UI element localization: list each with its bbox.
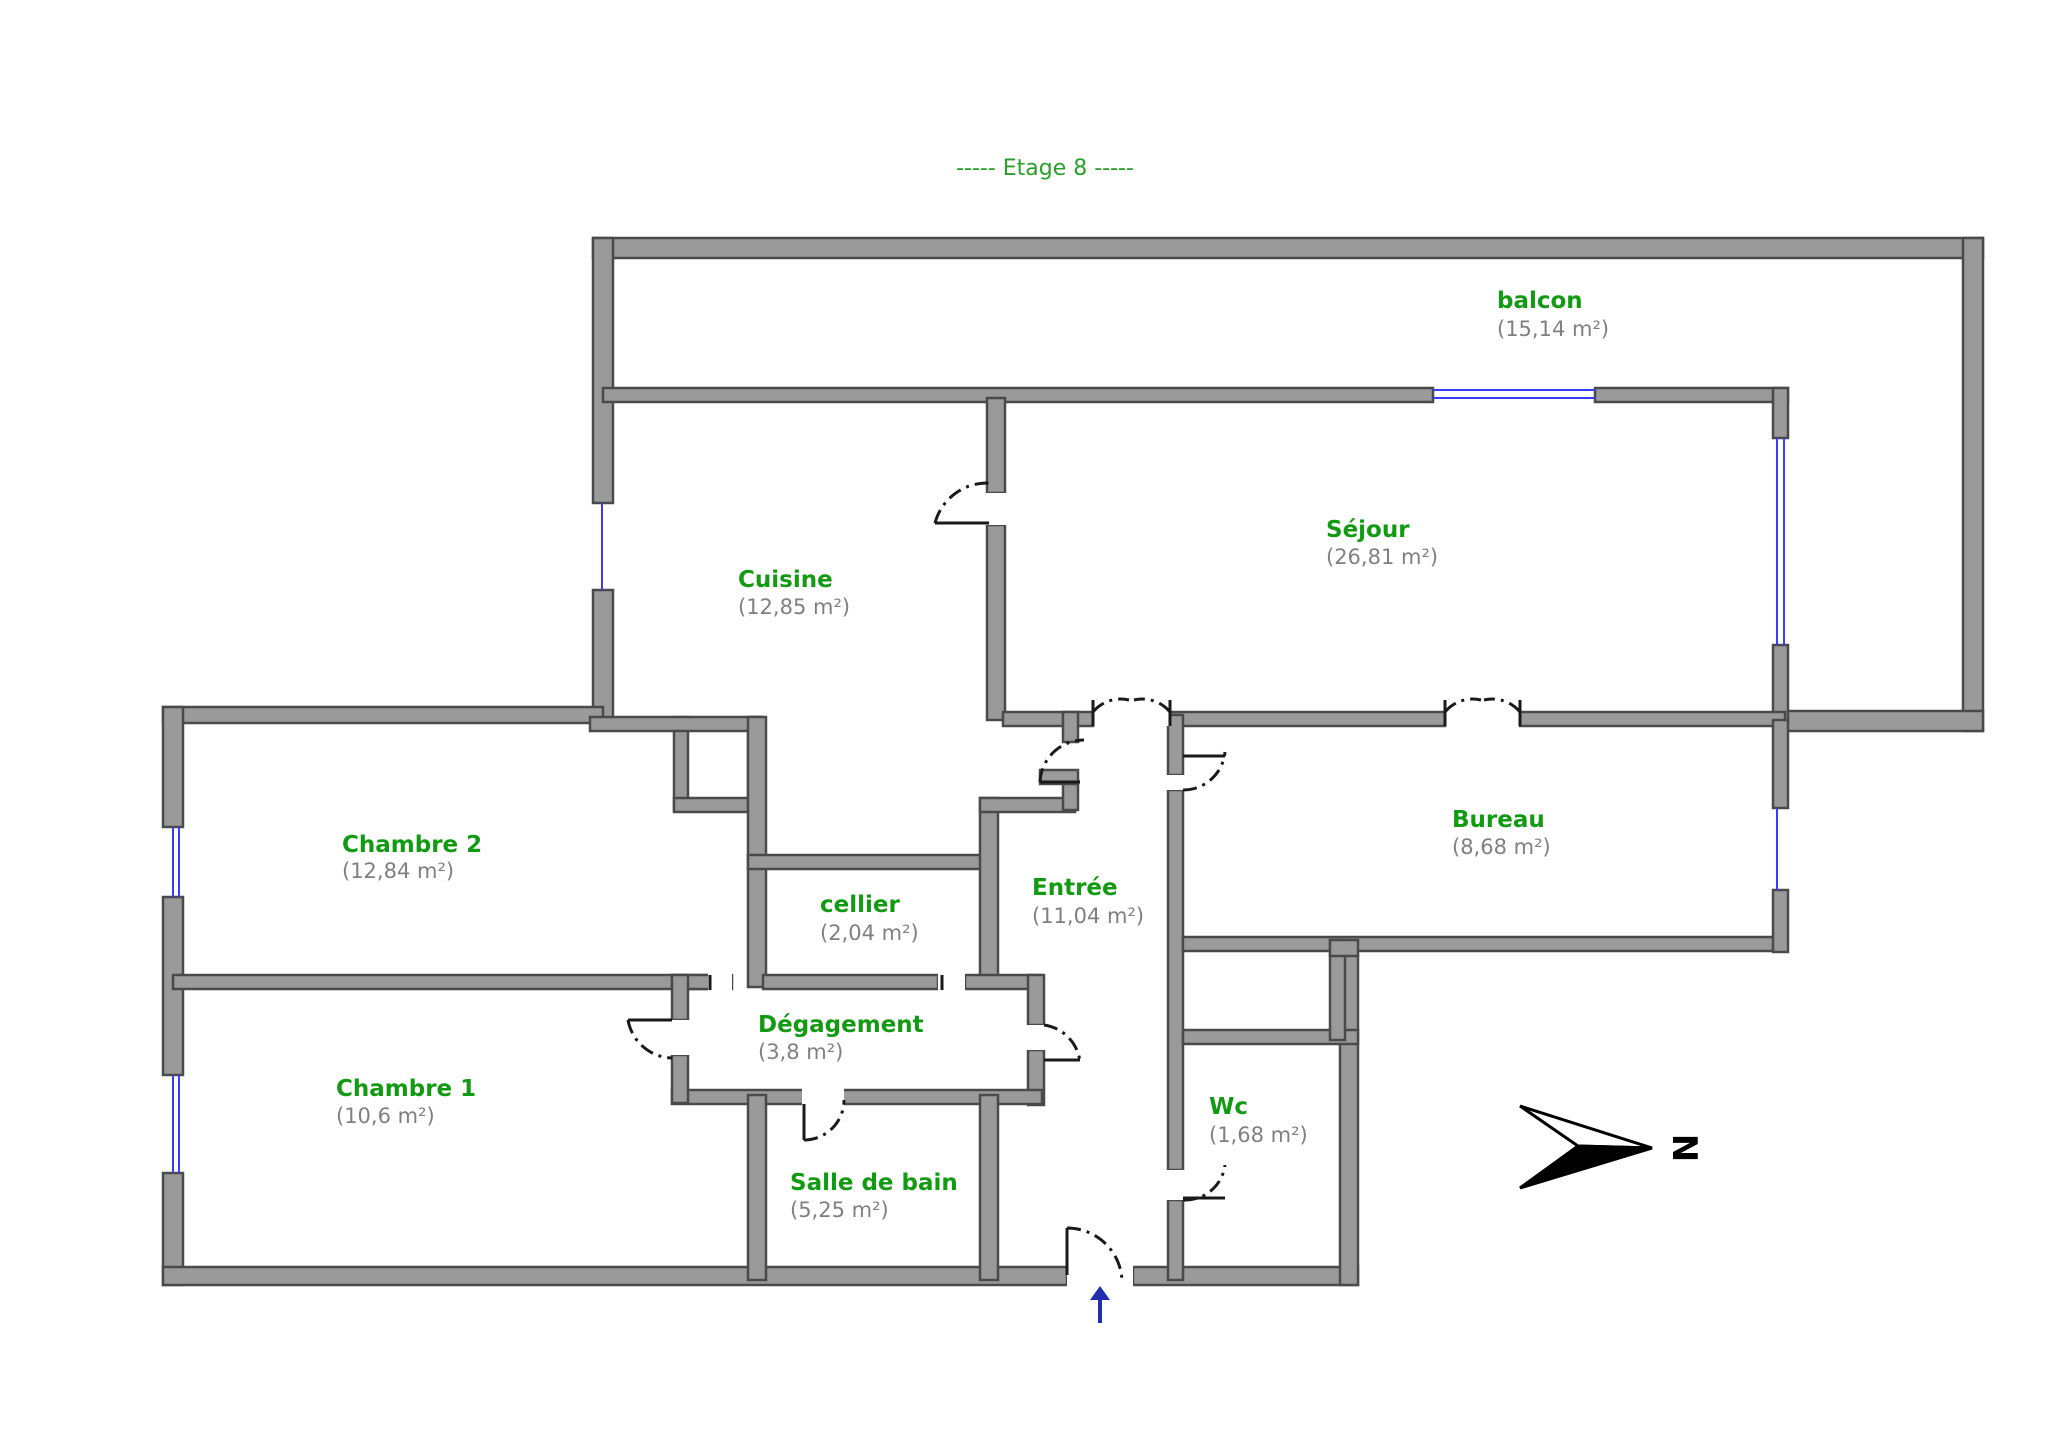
- room-name-cuisine: Cuisine: [738, 567, 833, 593]
- wall: [761, 973, 940, 991]
- wall: [746, 715, 768, 989]
- wall: [670, 973, 690, 1022]
- wall: [1168, 710, 1447, 728]
- room-name-entree: Entrée: [1032, 875, 1118, 901]
- room-area-balcon: (15,14 m²): [1497, 317, 1609, 341]
- wall: [978, 1093, 1000, 1282]
- wall: [1328, 938, 1360, 958]
- room-area-chambre2: (12,84 m²): [342, 859, 454, 883]
- door-swing: [1133, 697, 1172, 714]
- door-swing: [1443, 697, 1482, 714]
- wall: [670, 1053, 690, 1105]
- wall: [1781, 709, 1985, 733]
- wall: [601, 386, 1435, 404]
- wall: [1771, 718, 1790, 810]
- door-swing: [1091, 697, 1130, 714]
- room-name-sejour: Séjour: [1326, 517, 1410, 543]
- room-area-wc: (1,68 m²): [1209, 1123, 1308, 1147]
- wall: [985, 396, 1007, 495]
- wall: [746, 1093, 768, 1282]
- floor-label: ----- Etage 8 -----: [956, 156, 1134, 181]
- wall: [746, 853, 997, 871]
- wall: [1771, 643, 1790, 723]
- room-name-chambre2: Chambre 2: [342, 832, 482, 858]
- wall: [1001, 710, 1095, 728]
- wall: [591, 236, 615, 505]
- door-swing: [626, 1019, 673, 1060]
- compass-icon: N: [1519, 1104, 1704, 1190]
- door-swing: [803, 1099, 846, 1142]
- door-swing: [1066, 1226, 1124, 1281]
- door-swing: [1182, 751, 1227, 792]
- doors: [626, 481, 1522, 1290]
- room-name-degagement: Dégagement: [758, 1012, 924, 1038]
- entrance-arrow-icon: [1090, 1286, 1110, 1323]
- room-name-chambre1: Chambre 1: [336, 1076, 476, 1102]
- wall: [985, 523, 1007, 722]
- wall: [978, 796, 1077, 814]
- room-area-cuisine: (12,85 m²): [738, 595, 850, 619]
- room-area-salledebain: (5,25 m²): [790, 1198, 889, 1222]
- wall: [1518, 710, 1787, 728]
- door-swing: [1043, 1023, 1082, 1063]
- door-swing: [933, 481, 990, 524]
- room-area-degagement: (3,8 m²): [758, 1040, 843, 1064]
- wall: [591, 236, 1985, 260]
- wall: [1593, 386, 1790, 404]
- room-labels: balcon (15,14 m²) Séjour (26,81 m²) Cuis…: [336, 288, 1609, 1222]
- wall: [171, 973, 710, 991]
- wall: [1166, 788, 1185, 1172]
- door-swing: [1038, 738, 1085, 783]
- wall: [1771, 888, 1790, 954]
- wall: [1166, 1198, 1185, 1282]
- room-name-balcon: balcon: [1497, 288, 1583, 314]
- wall: [588, 715, 764, 733]
- room-area-cellier: (2,04 m²): [820, 921, 919, 945]
- room-area-chambre1: (10,6 m²): [336, 1104, 435, 1128]
- wall: [1061, 710, 1080, 744]
- windows: [172, 389, 1785, 1173]
- wall: [161, 1265, 1069, 1287]
- room-area-bureau: (8,68 m²): [1452, 835, 1551, 859]
- room-area-sejour: (26,81 m²): [1326, 545, 1438, 569]
- room-name-bureau: Bureau: [1452, 807, 1545, 833]
- room-name-wc: Wc: [1209, 1094, 1248, 1120]
- door-swing: [1483, 697, 1522, 714]
- wall: [978, 796, 1000, 990]
- room-name-salledebain: Salle de bain: [790, 1170, 958, 1196]
- walls: [161, 236, 1985, 1287]
- compass-north-label: N: [1664, 1134, 1704, 1162]
- wall: [161, 705, 605, 725]
- wall: [1026, 973, 1046, 1027]
- wall: [161, 705, 185, 829]
- wall: [1181, 935, 1780, 953]
- door-swing: [1182, 1164, 1227, 1202]
- room-area-entree: (11,04 m²): [1032, 904, 1144, 928]
- room-name-cellier: cellier: [820, 892, 900, 918]
- wall: [1771, 386, 1790, 440]
- wall: [1961, 236, 1985, 733]
- wall: [591, 588, 615, 722]
- wall: [1181, 1028, 1360, 1046]
